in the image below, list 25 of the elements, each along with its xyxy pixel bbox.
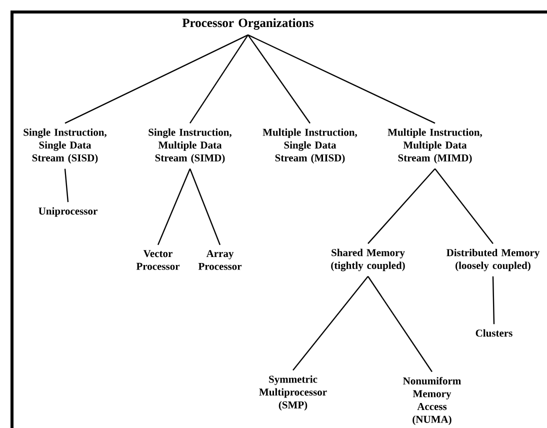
connector-line	[434, 168, 494, 244]
connector-line	[368, 168, 436, 244]
category-label: Multiple Instruction, Multiple Data Stream (MIMD)	[388, 128, 482, 164]
connector-line	[368, 276, 432, 372]
connector-line	[64, 168, 69, 202]
category-label: Single Instruction, Single Data Stream (SISD)	[24, 128, 106, 164]
category-label: Clusters	[476, 329, 512, 337]
connector-line	[292, 276, 368, 371]
category-label: Symmetric Multiprocessor (SMP)	[259, 375, 327, 411]
category-label: Distributed Memory (loosely coupled)	[446, 248, 540, 272]
category-label: Multiple Instruction, Single Data Stream (MISD)	[262, 128, 357, 164]
connector-line	[64, 34, 248, 124]
category-label: Array Processor	[198, 250, 242, 270]
connector-line	[157, 168, 191, 246]
connector-line	[248, 34, 436, 124]
heading: Processor Organizations	[182, 18, 314, 30]
connector-line	[190, 34, 248, 124]
connector-line	[492, 276, 495, 324]
category-label: Vector Processor	[136, 250, 180, 270]
category-label: Shared Memory (tightly coupled)	[331, 248, 405, 272]
category-label: Uniprocessor	[38, 207, 98, 217]
category-label: Nonumiform Memory Access (NUMA)	[403, 376, 461, 425]
connector-line	[189, 168, 221, 246]
connector-line	[248, 34, 310, 124]
category-label: Single Instruction, Multiple Data Stream (SIMD)	[148, 128, 232, 164]
